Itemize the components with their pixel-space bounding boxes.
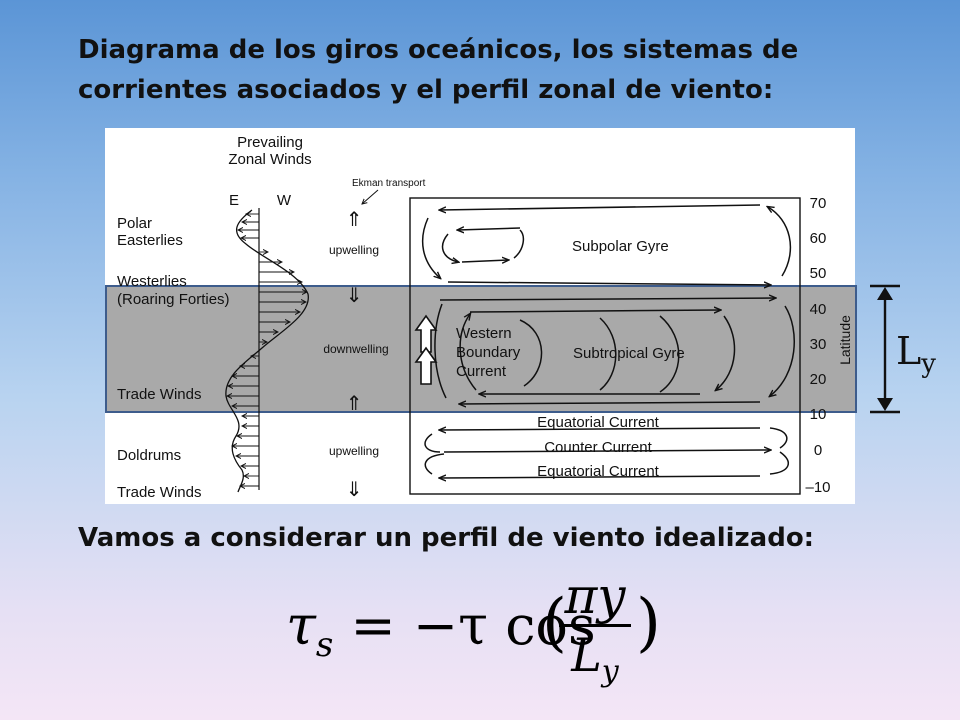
western-boundary-label-3: Current bbox=[456, 363, 507, 380]
ly-label: Ly bbox=[896, 329, 936, 379]
formula-open-paren: ( bbox=[542, 586, 567, 660]
ekman-down-arrow-1: ⇓ bbox=[346, 283, 363, 307]
latitude-10: 10 bbox=[810, 406, 827, 423]
west-label: W bbox=[277, 192, 292, 209]
zonal-winds-label: Zonal Winds bbox=[228, 151, 311, 168]
western-boundary-label-1: Western bbox=[456, 325, 512, 342]
slide-title: Diagrama de los giros oceánicos, los sis… bbox=[78, 35, 799, 105]
subpolar-gyre-label: Subpolar Gyre bbox=[572, 238, 669, 255]
upwelling-bottom-label: upwelling bbox=[329, 444, 379, 458]
ekman-up-arrow-1: ⇑ bbox=[346, 207, 363, 231]
latitude-0: 0 bbox=[814, 442, 822, 459]
latitude-minus-10: –10 bbox=[805, 479, 830, 496]
subpolar-gyre-arrows bbox=[421, 204, 792, 285]
doldrums-label: Doldrums bbox=[117, 447, 181, 464]
counter-current-label: Counter Current bbox=[544, 439, 652, 456]
wind-profile-curve bbox=[225, 209, 309, 493]
trade-winds-label-2: Trade Winds bbox=[117, 484, 201, 501]
formula-lhs: τs = −τ cos bbox=[286, 594, 596, 665]
latitude-axis-label: Latitude bbox=[837, 315, 853, 365]
ekman-pointer bbox=[362, 189, 379, 204]
east-label: E bbox=[229, 192, 239, 209]
formula-fraction: πy Ly bbox=[556, 568, 634, 700]
equatorial-current-arrows bbox=[424, 428, 790, 478]
ekman-transport-label: Ekman transport bbox=[352, 178, 426, 189]
formula-numerator: πy bbox=[564, 567, 626, 625]
subtropical-gyre-label: Subtropical Gyre bbox=[573, 345, 685, 362]
wind-arrows bbox=[227, 214, 307, 486]
westerlies-label-1: Westerlies bbox=[117, 273, 187, 290]
latitude-20: 20 bbox=[810, 371, 827, 388]
latitude-30: 30 bbox=[810, 336, 827, 353]
wind-stress-formula: τs = −τ cos ( πy Ly ) bbox=[286, 568, 706, 689]
western-boundary-label-2: Boundary bbox=[456, 344, 521, 361]
ekman-down-arrow-2: ⇓ bbox=[346, 477, 363, 501]
westerlies-label-2: (Roaring Forties) bbox=[117, 291, 230, 308]
trade-winds-label-1: Trade Winds bbox=[117, 386, 201, 403]
latitude-60: 60 bbox=[810, 230, 827, 247]
equatorial-current-label-bottom: Equatorial Current bbox=[537, 463, 660, 480]
formula-close-paren: ) bbox=[636, 586, 661, 660]
formula-fraction-bar bbox=[559, 624, 631, 627]
ocean-basin bbox=[409, 197, 801, 495]
western-boundary-arrows bbox=[414, 314, 438, 385]
latitude-70: 70 bbox=[810, 195, 827, 212]
downwelling-label: downwelling bbox=[323, 342, 388, 356]
ly-dimension-arrow bbox=[870, 284, 900, 414]
latitude-labels: 70 60 50 40 30 20 10 0 –10 bbox=[805, 195, 830, 496]
polar-easterlies-label-1: Polar bbox=[117, 215, 152, 232]
equatorial-current-label-top: Equatorial Current bbox=[537, 414, 660, 431]
latitude-40: 40 bbox=[810, 301, 827, 318]
latitude-50: 50 bbox=[810, 265, 827, 282]
slide-subtitle: Vamos a considerar un perfil de viento i… bbox=[78, 523, 815, 553]
prevailing-label: Prevailing bbox=[237, 134, 303, 151]
formula-denominator: Ly bbox=[571, 628, 619, 690]
upwelling-top-label: upwelling bbox=[329, 243, 379, 257]
subtropical-gyre-arrows bbox=[434, 298, 795, 404]
polar-easterlies-label-2: Easterlies bbox=[117, 232, 183, 249]
ekman-up-arrow-2: ⇑ bbox=[346, 391, 363, 415]
